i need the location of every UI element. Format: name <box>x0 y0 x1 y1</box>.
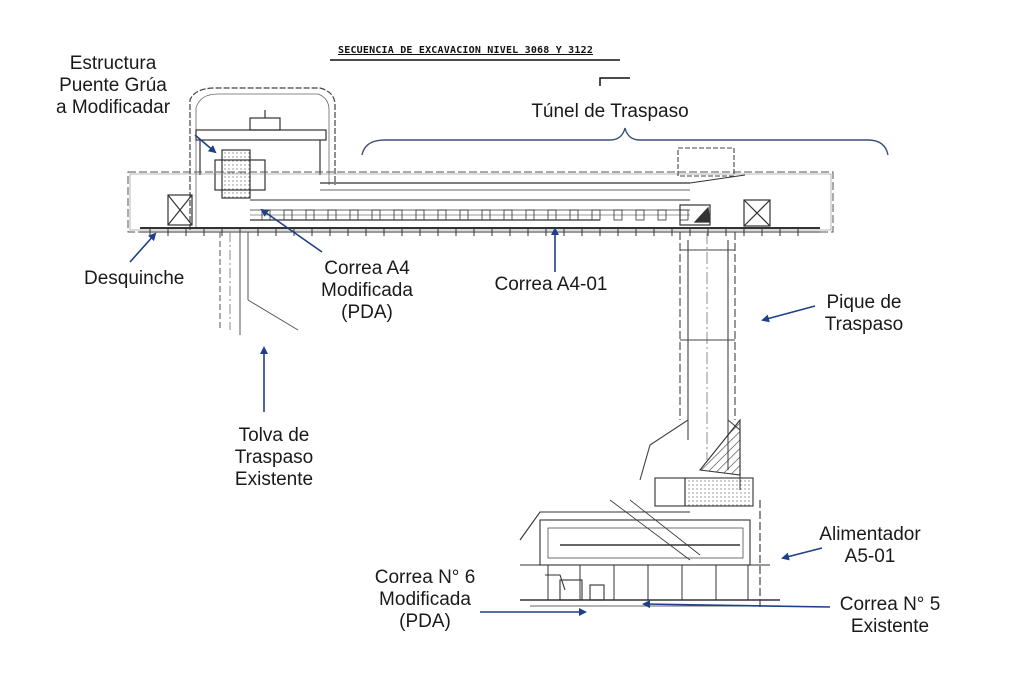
label-alimentador: Alimentador A5-01 <box>819 524 921 567</box>
transfer-hopper <box>219 232 299 335</box>
feeder-columns <box>547 565 749 600</box>
drawing-title: SECUENCIA DE EXCAVACION NIVEL 3068 Y 312… <box>338 45 594 56</box>
arrow-alimentador <box>781 547 823 561</box>
label-correa-a4-01: Correa A4-01 <box>494 274 608 295</box>
arrow-desquinche <box>129 232 157 263</box>
crane-cavern-inner <box>195 93 330 228</box>
tunnel-brace <box>361 127 889 156</box>
arrow-estructura <box>194 134 217 154</box>
label-pique-de-traspaso: Pique de Traspaso <box>824 292 904 335</box>
label-correa-a4: Correa A4 Modificada (PDA) <box>321 258 413 323</box>
section-mark <box>599 77 630 86</box>
bridge-crane <box>195 110 327 199</box>
label-estructura-puente-grua: Estructura Puente Grúa a Modificadar <box>55 53 171 118</box>
transfer-shaft <box>639 147 741 490</box>
arrow-pique <box>761 305 816 323</box>
arrow-correa-5 <box>642 600 831 609</box>
end-frame-left <box>167 194 193 226</box>
end-frame-right <box>679 199 771 227</box>
feeder-station <box>519 477 780 610</box>
label-tolva-de-traspaso: Tolva de Traspaso Existente <box>234 425 314 490</box>
label-tunel-de-traspaso: Túnel de Traspaso <box>531 101 689 122</box>
crane-cavern-outline <box>189 87 336 230</box>
arrow-correa-a4 <box>260 208 323 253</box>
tunnel-ticks <box>149 228 799 236</box>
label-desquinche: Desquinche <box>84 268 185 289</box>
label-correa-6: Correa N° 6 Modificada (PDA) <box>374 567 476 632</box>
label-correa-5: Correa N° 5 Existente <box>839 594 941 637</box>
callout-arrows <box>129 134 831 616</box>
